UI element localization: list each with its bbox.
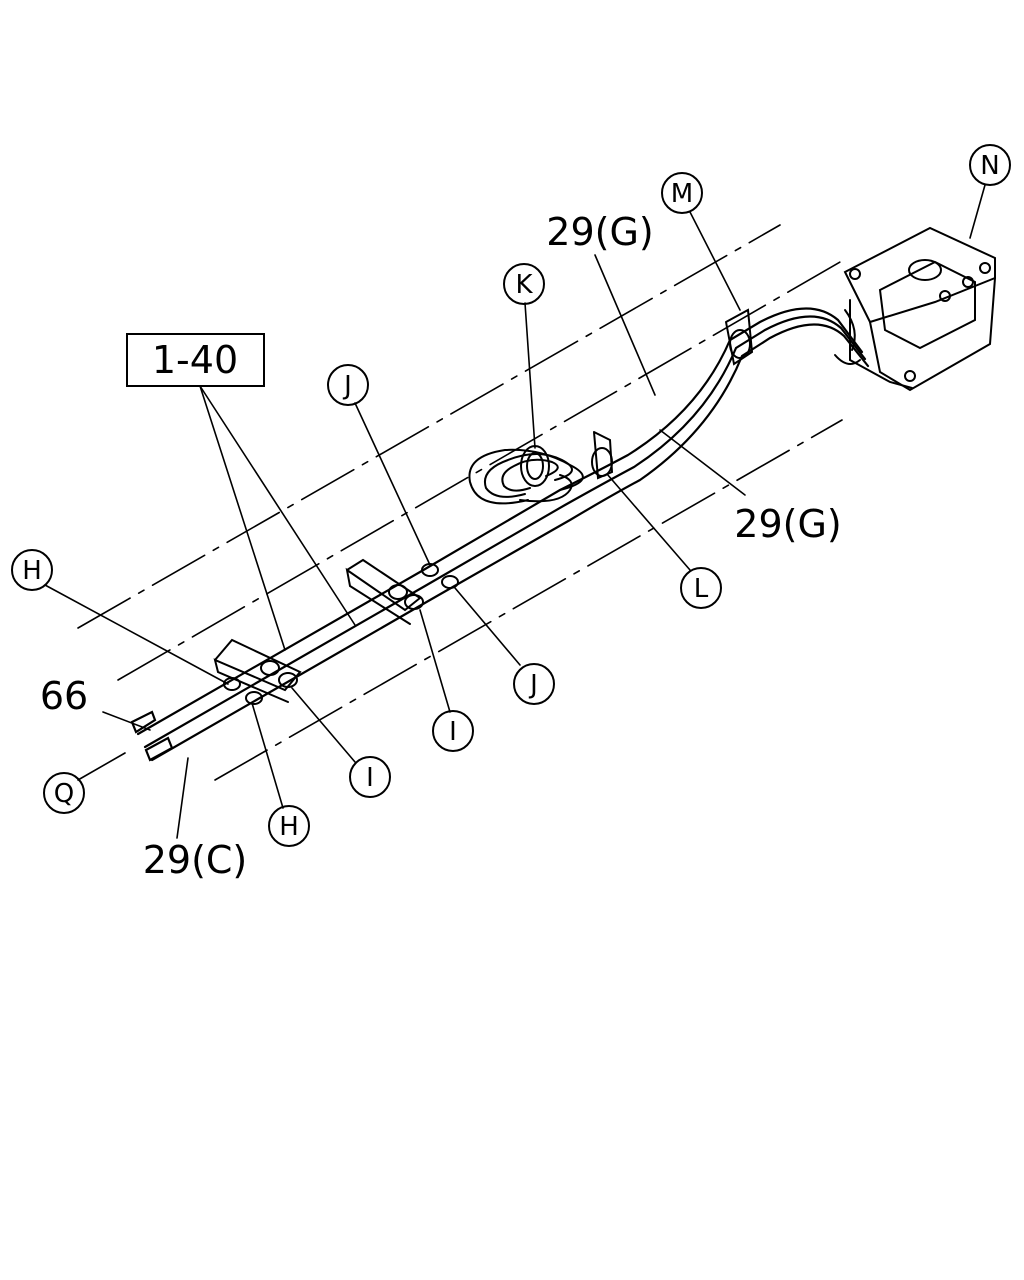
leader-h-bottom bbox=[251, 702, 284, 809]
clamp-i-left bbox=[260, 660, 280, 676]
filter-cup bbox=[908, 259, 942, 281]
callout-m-circle bbox=[661, 172, 703, 214]
callout-k-circle bbox=[503, 263, 545, 305]
label-29g-top: 29(G) bbox=[546, 210, 653, 254]
callout-circles bbox=[11, 144, 1011, 847]
leader-l bbox=[606, 473, 691, 571]
clamps bbox=[223, 329, 751, 705]
label-29c: 29(C) bbox=[143, 838, 248, 882]
callout-l-letter: L bbox=[694, 574, 709, 604]
pipe-line-66 bbox=[136, 307, 864, 736]
axis-line-middle bbox=[117, 261, 841, 681]
callout-j-top-letter: J bbox=[342, 371, 352, 401]
clamp-i-left-2 bbox=[278, 672, 298, 688]
brackets bbox=[213, 308, 754, 703]
mount-lower-body bbox=[849, 299, 913, 389]
callout-h-top-circle bbox=[11, 549, 53, 591]
filter-assembly bbox=[834, 226, 996, 392]
filter-hose-1 bbox=[834, 354, 861, 365]
leader-k bbox=[524, 302, 536, 449]
reference-box-label: 1-40 bbox=[152, 338, 238, 382]
leader-lines bbox=[44, 184, 986, 839]
bracket-middle bbox=[345, 558, 422, 625]
hose-loop-tail bbox=[519, 474, 573, 503]
clamp-h-top bbox=[223, 677, 241, 691]
callout-q-letter: Q bbox=[54, 779, 74, 809]
pipe-end-stub-66 bbox=[130, 710, 157, 734]
bolt-5 bbox=[979, 262, 991, 274]
hose-loop bbox=[468, 445, 584, 505]
callout-l-circle bbox=[680, 567, 722, 609]
leader-66 bbox=[102, 711, 151, 731]
leader-i-left bbox=[291, 687, 356, 763]
mount-side-plate bbox=[869, 277, 996, 392]
leader-29c bbox=[176, 757, 189, 839]
pipe-bundle bbox=[130, 307, 870, 762]
bracket-left bbox=[213, 638, 302, 703]
callout-n-letter: N bbox=[980, 151, 999, 181]
leader-q bbox=[77, 752, 126, 781]
clamp-j-bottom bbox=[441, 575, 459, 589]
callout-k-letter: K bbox=[515, 270, 533, 300]
mount-top-plate bbox=[843, 226, 996, 324]
callout-q-circle bbox=[43, 772, 85, 814]
callout-j-bottom-circle bbox=[513, 663, 555, 705]
callout-i-left-letter: I bbox=[366, 763, 374, 793]
bolt-1 bbox=[849, 268, 861, 280]
hose-loop-inner bbox=[501, 458, 559, 492]
callout-h-bottom-letter: H bbox=[279, 812, 299, 842]
label-29g-right: 29(G) bbox=[734, 502, 841, 546]
callout-h-bottom-circle bbox=[268, 805, 310, 847]
leader-i-middle bbox=[419, 609, 451, 713]
leader-m bbox=[689, 211, 741, 311]
hose-loop-middle bbox=[484, 453, 573, 498]
leader-g-top bbox=[594, 254, 656, 396]
leader-1-40-b bbox=[199, 385, 356, 626]
filter-hose-2 bbox=[844, 309, 856, 351]
callout-j-top-circle bbox=[327, 364, 369, 406]
pipe-line-29c bbox=[150, 323, 870, 762]
clamp-l bbox=[591, 447, 613, 477]
leader-n bbox=[969, 184, 986, 239]
bolt-4 bbox=[904, 370, 916, 382]
clamp-h-bottom bbox=[245, 691, 263, 705]
clamp-i-middle bbox=[388, 584, 408, 600]
leader-h-top bbox=[44, 584, 229, 685]
leader-1-40-a bbox=[199, 385, 286, 651]
callout-i-middle-letter: I bbox=[449, 717, 457, 747]
callout-j-bottom-letter: J bbox=[528, 670, 538, 700]
callout-n-circle bbox=[969, 144, 1011, 186]
label-66: 66 bbox=[40, 674, 88, 718]
reference-box bbox=[126, 333, 265, 387]
callout-h-top-letter: H bbox=[22, 556, 42, 586]
pipe-end-stub-29c bbox=[144, 736, 174, 762]
clamp-i-middle-2 bbox=[404, 594, 424, 610]
axis-line-upper bbox=[77, 224, 781, 629]
leader-j-top bbox=[354, 402, 431, 566]
pipe-line-inner bbox=[143, 315, 867, 749]
callout-i-left-circle bbox=[349, 756, 391, 798]
hose-loop-outer bbox=[468, 448, 584, 505]
clamp-m bbox=[729, 329, 751, 359]
leader-j-bottom bbox=[454, 587, 521, 666]
leader-g-right bbox=[659, 429, 746, 496]
grommet-k-inner bbox=[526, 452, 544, 480]
bracket-l bbox=[593, 431, 614, 480]
callout-i-middle-circle bbox=[432, 710, 474, 752]
reference-axes bbox=[77, 224, 843, 781]
bolt-3 bbox=[962, 276, 974, 288]
bolt-2 bbox=[939, 290, 951, 302]
callout-m-letter: M bbox=[671, 179, 693, 209]
